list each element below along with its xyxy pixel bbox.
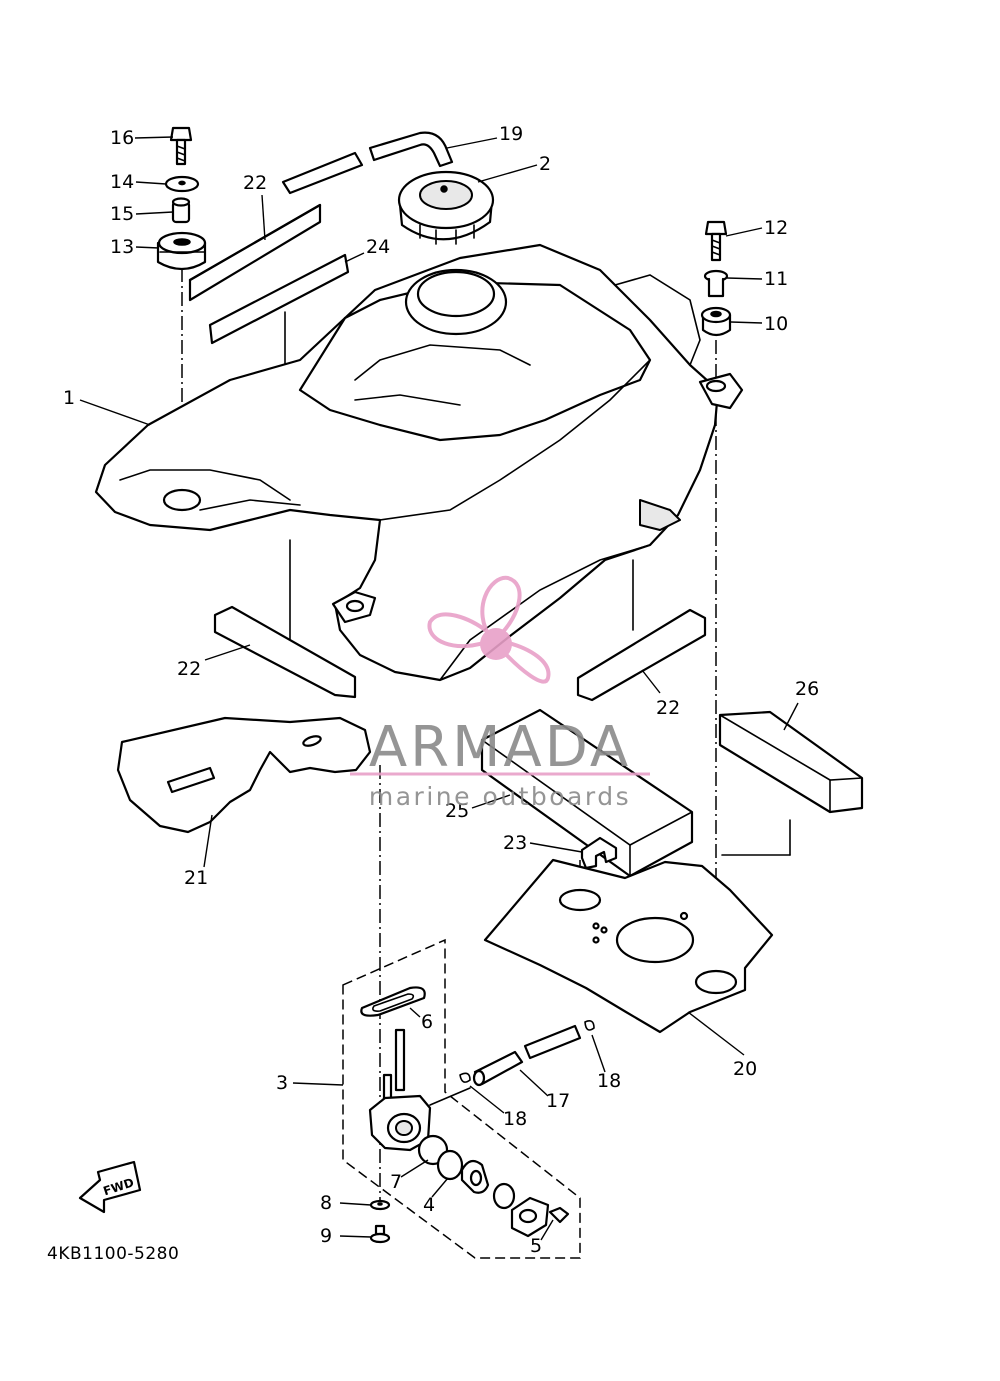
bolt-12 <box>704 220 728 262</box>
callout-5: 5 <box>530 1235 542 1257</box>
screw-washer <box>369 1199 391 1244</box>
fuel-cock-parts <box>417 1134 570 1238</box>
leader-lines <box>79 136 799 1241</box>
collar-11 <box>703 269 729 298</box>
bottom-plate <box>483 858 774 1034</box>
callout-12: 12 <box>764 217 788 239</box>
callout-16: 16 <box>110 127 134 149</box>
callout-2: 2 <box>539 153 551 175</box>
propeller-logo-icon <box>427 575 551 684</box>
watermark-tagline: marine outboards <box>369 782 631 811</box>
callout-17: 17 <box>546 1090 570 1112</box>
callouts: 16 14 15 13 1 22 24 19 2 12 11 10 22 22 … <box>63 123 819 1257</box>
collar-15 <box>171 197 191 224</box>
callout-3: 3 <box>276 1072 288 1094</box>
callout-22c: 22 <box>656 697 680 719</box>
damper-pads <box>188 203 864 878</box>
fuel-cock <box>368 1028 471 1152</box>
callout-4: 4 <box>423 1194 435 1216</box>
clip-23 <box>580 836 618 870</box>
callout-10: 10 <box>764 313 788 335</box>
fuel-hose <box>459 1020 595 1087</box>
breather-hose <box>281 131 454 195</box>
callout-24: 24 <box>366 236 390 258</box>
callout-11: 11 <box>764 268 788 290</box>
callout-1: 1 <box>63 387 75 409</box>
callout-9: 9 <box>320 1225 332 1247</box>
fuel-cock-assembly <box>342 938 581 1259</box>
callout-23: 23 <box>503 832 527 854</box>
callout-22b: 22 <box>177 658 201 680</box>
bolt-16 <box>169 126 193 166</box>
fwd-arrow: FWD <box>78 1160 142 1214</box>
fuel-cap <box>397 170 495 245</box>
callout-14: 14 <box>110 171 134 193</box>
callout-25: 25 <box>445 800 469 822</box>
callout-7: 7 <box>390 1171 402 1193</box>
callout-21: 21 <box>184 867 208 889</box>
callout-19: 19 <box>499 123 523 145</box>
grommet-13 <box>156 231 207 271</box>
armada-watermark: ARMADA marine outboards <box>350 575 650 811</box>
callout-15: 15 <box>110 203 134 225</box>
o-ring-6 <box>360 986 426 1017</box>
callout-18b: 18 <box>597 1070 621 1092</box>
watermark-brand: ARMADA <box>369 715 631 780</box>
front-plate <box>116 716 372 834</box>
grommet-10 <box>700 306 732 337</box>
callout-22a: 22 <box>243 172 267 194</box>
callout-26: 26 <box>795 678 819 700</box>
fuel-tank <box>94 243 744 682</box>
callout-13: 13 <box>110 236 134 258</box>
callout-18a: 18 <box>503 1108 527 1130</box>
diagram-code: 4KB1100-5280 <box>47 1244 179 1264</box>
washer-14 <box>164 175 200 193</box>
callout-6: 6 <box>421 1011 433 1033</box>
callout-8: 8 <box>320 1192 332 1214</box>
callout-20: 20 <box>733 1058 757 1080</box>
